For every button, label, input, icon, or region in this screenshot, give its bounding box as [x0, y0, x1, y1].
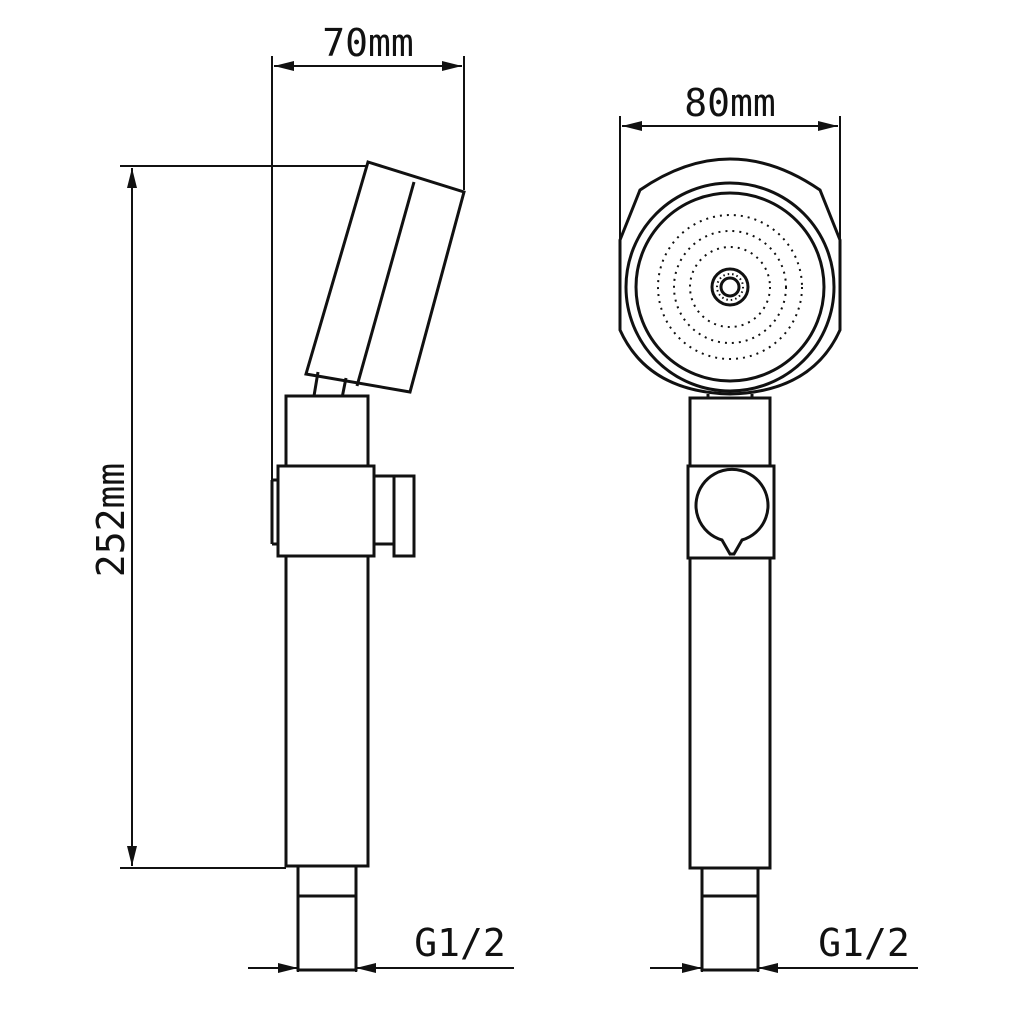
- dimension-front-width-label: 80mm: [684, 81, 776, 125]
- dimension-side-thread-label: G1/2: [414, 921, 506, 965]
- dimension-front-thread-label: G1/2: [818, 921, 910, 965]
- front-view: [618, 157, 842, 972]
- dimension-height: 252mm: [89, 165, 366, 869]
- dimension-side-width: 70mm: [271, 21, 465, 480]
- front-view-handle: [686, 394, 776, 870]
- dimension-front-width: 80mm: [619, 81, 841, 244]
- side-view-head: [304, 160, 466, 399]
- front-view-head: [618, 157, 842, 396]
- dimension-side-width-label: 70mm: [322, 21, 414, 65]
- side-view: [270, 160, 466, 972]
- dimension-height-label: 252mm: [89, 463, 133, 577]
- front-view-connector: [700, 866, 760, 972]
- dimension-side-thread: G1/2: [248, 921, 514, 973]
- dimension-front-thread: G1/2: [650, 921, 918, 973]
- side-view-handle: [270, 394, 416, 868]
- side-view-connector: [296, 864, 358, 972]
